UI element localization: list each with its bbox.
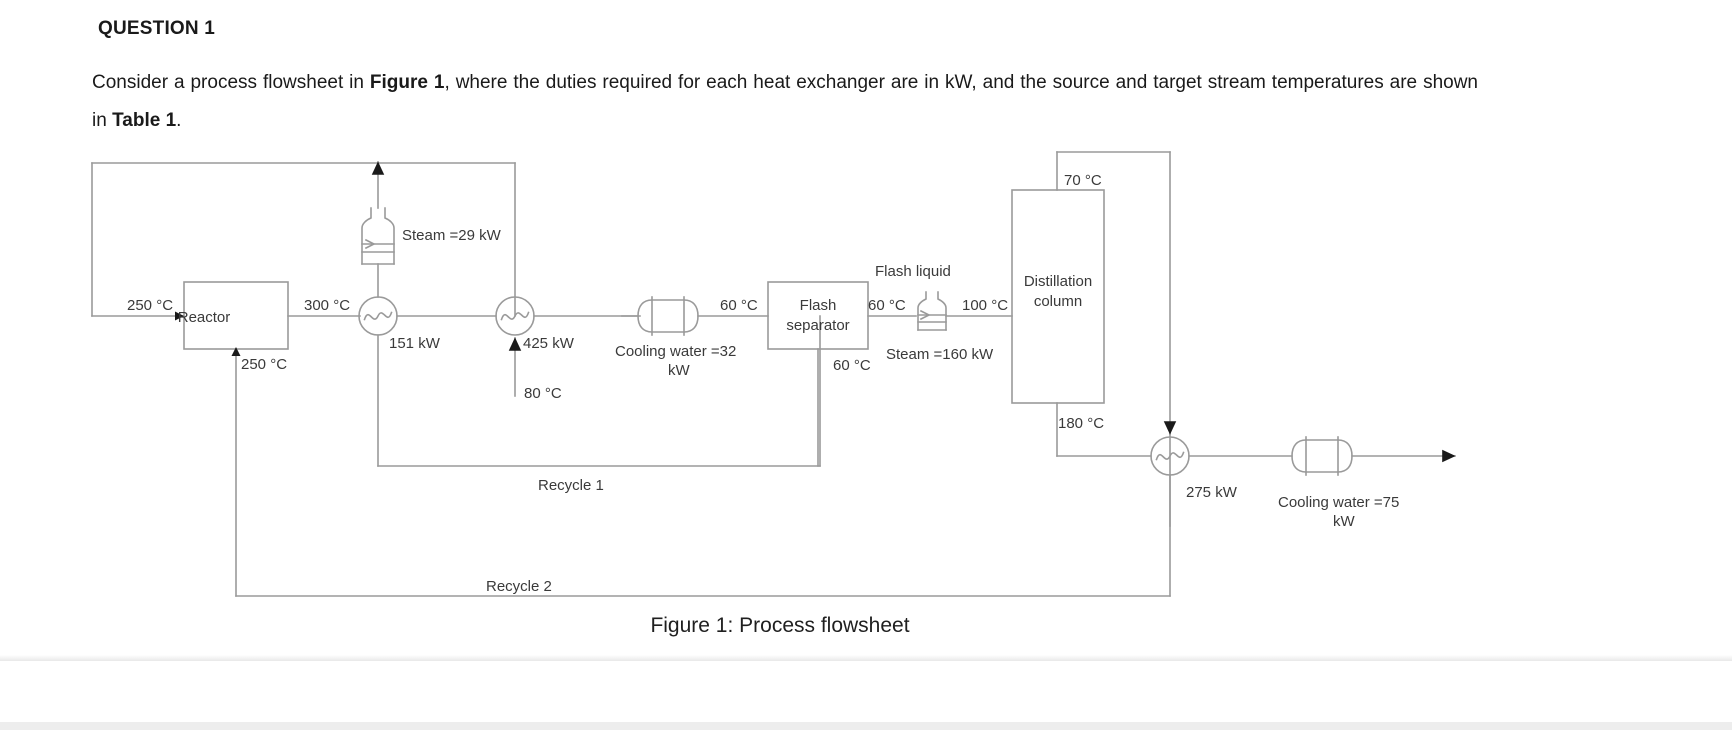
- reboiler-left-wall: [917, 291, 927, 331]
- label-temp-reactor-outlet: 300 °C: [304, 297, 350, 314]
- question-body-run-0: Consider a process flowsheet in: [92, 72, 370, 93]
- label-cooling-water-32-line1: Cooling water =32: [615, 343, 736, 360]
- reboiler-coil-arrow: [919, 309, 931, 321]
- question-body-run-4: .: [176, 110, 182, 131]
- label-steam-160: Steam =160 kW: [886, 346, 994, 363]
- label-temp-reactor-feed: 250 °C: [127, 297, 173, 314]
- reactor-bottom-feed-arrowhead: [231, 347, 241, 356]
- label-flash-liquid: Flash liquid: [875, 263, 951, 280]
- cooler2-right-cap: [1337, 439, 1353, 473]
- process-flowsheet-figure: 250 °C 250 °C Reactor 300 °C Steam =29 k…: [0, 140, 1732, 660]
- label-temp-80: 80 °C: [524, 385, 562, 402]
- label-temp-flash-vapour-bottom: 60 °C: [833, 357, 871, 374]
- bottom-strip: [0, 722, 1732, 730]
- kettle-right-wall: [384, 207, 395, 265]
- flash-separator-box: [767, 281, 869, 350]
- cooler1-right-cap: [683, 299, 699, 333]
- label-distillation-column-line1: Distillation: [1024, 273, 1092, 290]
- label-cooling-water-32-line2: kW: [668, 362, 691, 379]
- question-body-run-2: , where the duties required for each hea…: [92, 72, 1478, 131]
- label-temp-column-top: 70 °C: [1064, 172, 1102, 189]
- label-duty-151: 151 kW: [389, 335, 441, 352]
- label-temp-column-bottom: 180 °C: [1058, 415, 1104, 432]
- question-body-run-3: Table 1: [112, 110, 177, 131]
- label-cooling-water-75-line2: kW: [1333, 513, 1356, 530]
- question-body: Consider a process flowsheet in Figure 1…: [92, 64, 1478, 140]
- figure-caption: Figure 1: Process flowsheet: [650, 614, 910, 637]
- label-duty-275: 275 kW: [1186, 484, 1238, 501]
- label-duty-425: 425 kW: [523, 335, 575, 352]
- label-temp-reactor-recycle-in: 250 °C: [241, 356, 287, 373]
- label-temp-flash-liquid: 60 °C: [868, 297, 906, 314]
- question-title: QUESTION 1: [98, 18, 216, 39]
- kettle-coil-arrow: [364, 238, 376, 250]
- hx-275-wave: [1155, 451, 1185, 461]
- label-flash-separator-line2: separator: [786, 317, 849, 334]
- label-distillation-column-line2: column: [1034, 293, 1082, 310]
- page-bottom-area: [0, 661, 1732, 730]
- hx-425-wave: [500, 311, 530, 321]
- page-edge-shadow: [0, 655, 1732, 661]
- label-recycle1: Recycle 1: [538, 477, 604, 494]
- reboiler-right-wall: [937, 291, 947, 331]
- kettle-left-wall: [361, 207, 372, 265]
- flow-arrowheads: [175, 311, 241, 356]
- distillation-column-box: [1011, 189, 1105, 404]
- cooler2-left-cap: [1291, 439, 1307, 473]
- label-cooling-water-75-line1: Cooling water =75: [1278, 494, 1399, 511]
- label-reactor: Reactor: [178, 309, 231, 326]
- label-temp-column-feed: 100 °C: [962, 297, 1008, 314]
- label-flash-separator-line1: Flash: [800, 297, 837, 314]
- label-steam-29: Steam =29 kW: [402, 227, 502, 244]
- reactor-feed-arrowhead: [175, 311, 184, 321]
- hx-151-wave: [363, 311, 393, 321]
- question-body-run-1: Figure 1: [369, 72, 445, 93]
- label-recycle2: Recycle 2: [486, 578, 552, 595]
- label-temp-flash-feed: 60 °C: [720, 297, 758, 314]
